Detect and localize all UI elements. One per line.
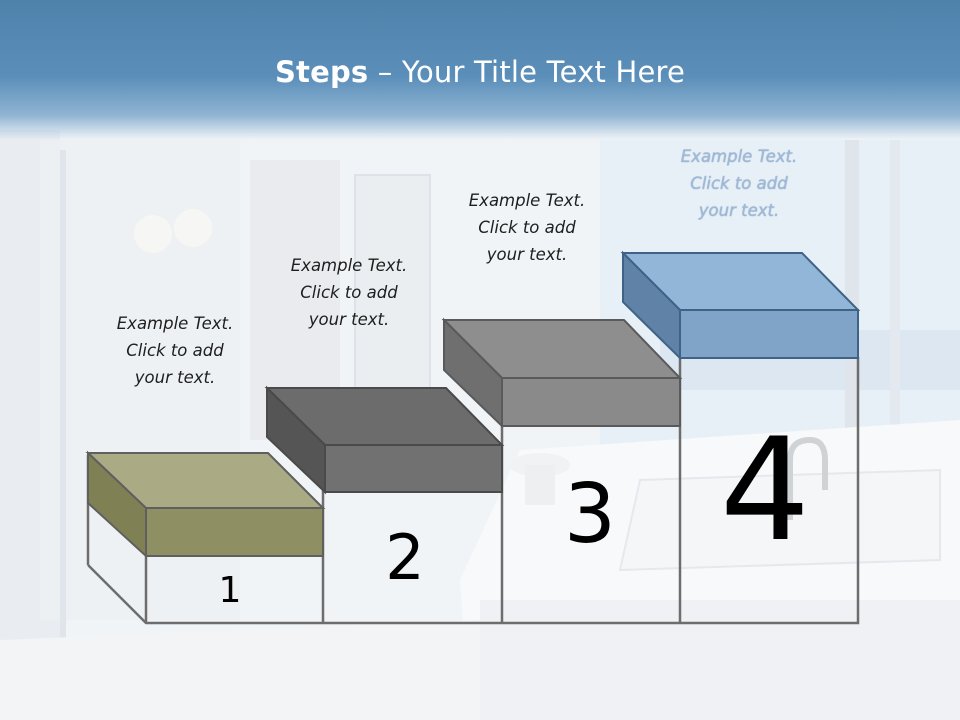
step-3-caption-line3: your text.	[486, 245, 568, 264]
step-2-number: 2	[385, 521, 425, 594]
step-2-caption-line3: your text.	[308, 310, 390, 329]
step-1-number: 1	[218, 570, 242, 611]
step-2-caption[interactable]: Example Text. Click to add your text.	[249, 252, 449, 333]
slide-title[interactable]: Steps – Your Title Text Here	[0, 55, 960, 89]
step-2-caption-line1: Example Text.	[290, 256, 408, 275]
step-2-block[interactable]	[264, 385, 505, 495]
step-1-caption-line3: your text.	[134, 368, 216, 387]
step-3-caption-line2: Click to add	[478, 218, 576, 237]
step-4-number: 4	[719, 408, 811, 573]
step-1-caption-line1: Example Text.	[116, 314, 234, 333]
step-4-block[interactable]	[620, 250, 861, 361]
step-4-caption-line1: Example Text.	[680, 147, 798, 166]
step-3-caption-line1: Example Text.	[468, 191, 586, 210]
step-4-caption[interactable]: Example Text. Click to add your text.	[639, 143, 839, 224]
title-rest: – Your Title Text Here	[368, 55, 686, 89]
title-bold: Steps	[274, 55, 369, 89]
step-1-block[interactable]	[85, 450, 326, 559]
step-4-caption-line2: Click to add	[690, 174, 788, 193]
step-4-caption-line3: your text.	[698, 201, 780, 220]
step-1-caption[interactable]: Example Text. Click to add your text.	[75, 310, 275, 391]
step-3-caption[interactable]: Example Text. Click to add your text.	[427, 187, 627, 268]
step-3-number: 3	[563, 467, 617, 562]
step-1-caption-line2: Click to add	[126, 341, 224, 360]
step-2-caption-line2: Click to add	[300, 283, 398, 302]
step-3-block[interactable]	[441, 317, 683, 429]
title-bar	[0, 0, 960, 140]
